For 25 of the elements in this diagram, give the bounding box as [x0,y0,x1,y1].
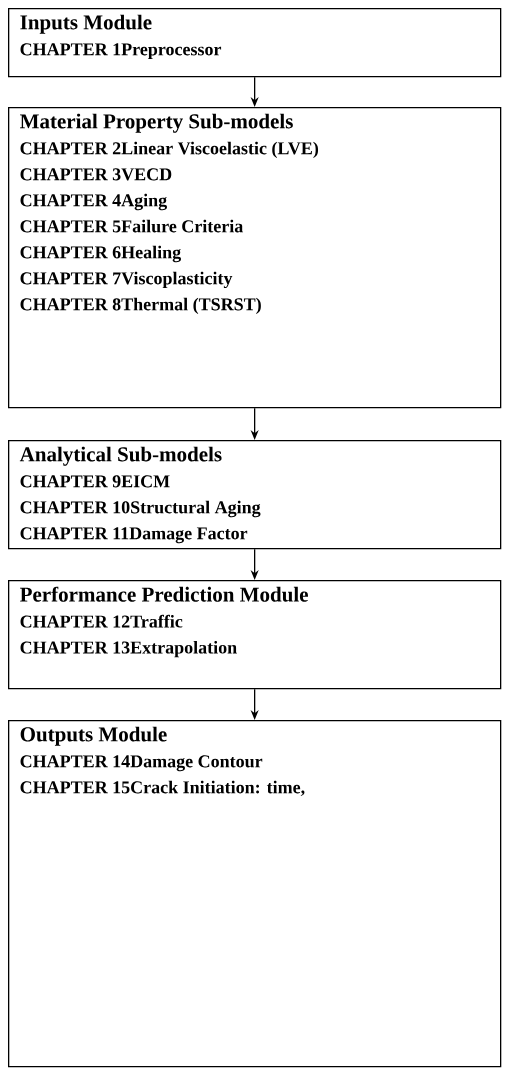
module-heading: Outputs Module [20,726,167,746]
module-box [8,8,502,78]
module-box [8,720,502,1068]
chapter-entry: CHAPTER 2Linear Viscoelastic (LVE) [20,141,319,159]
chapter-entry: CHAPTER 13Extrapolation [20,640,237,658]
module-heading: Inputs Module [20,14,152,34]
module-heading: Performance Prediction Module [20,586,308,602]
chapter-entry: CHAPTER 7Viscoplasticity [20,271,233,289]
module-box [8,440,502,550]
chapter-entry: CHAPTER 4Aging [20,193,167,211]
chapter-entry: CHAPTER 3VECD [20,168,172,181]
chapter-entry: CHAPTER 15Crack Initiation: time, [20,780,305,796]
module-heading: Material Property Sub-models [20,113,293,133]
chapter-entry: CHAPTER 12Traffic [20,614,183,628]
chapter-entry: CHAPTER 10Structural Aging [20,500,261,518]
chapter-entry: CHAPTER 8Thermal (TSRST) [20,297,261,315]
chapter-entry: CHAPTER 9EICM [20,475,170,488]
chapter-entry: CHAPTER 14Damage Contour [20,755,263,772]
chapter-entry: CHAPTER 6Healing [20,245,181,263]
module-box [8,107,502,409]
module-box [8,580,502,690]
chapter-entry: CHAPTER 1Preprocessor [20,43,222,60]
module-heading: Analytical Sub-models [19,446,222,466]
chapter-entry: CHAPTER 5Failure Criteria [20,219,243,233]
chapter-entry: CHAPTER 11Damage Factor [20,527,248,544]
